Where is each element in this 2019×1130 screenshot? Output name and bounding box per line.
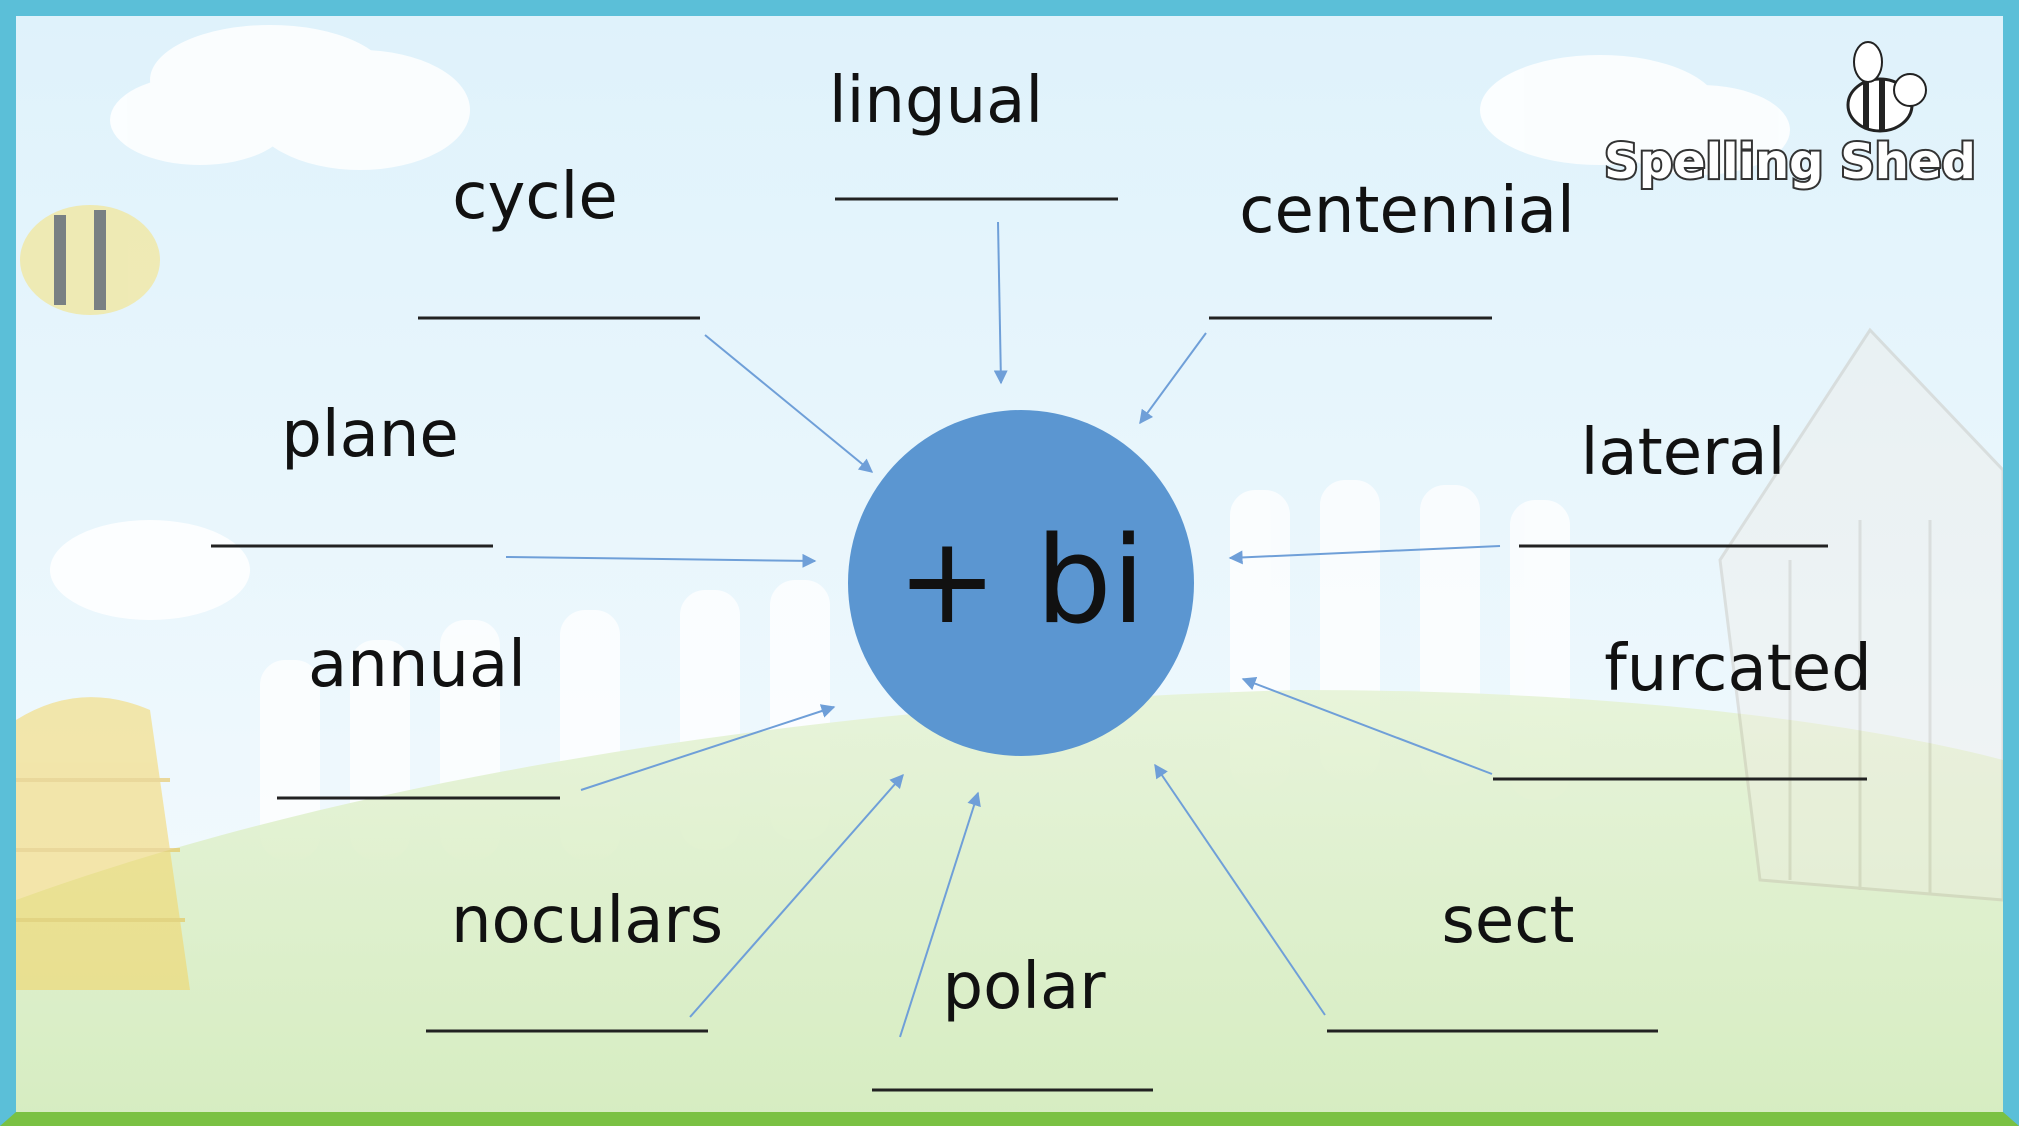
spelling-shed-logo: Spelling Shed — [1602, 41, 1978, 192]
word-label: furcated — [1604, 632, 1872, 706]
word-label: noculars — [451, 884, 723, 958]
word-label: polar — [942, 950, 1106, 1024]
word-centennial: centennial — [1139, 174, 1575, 425]
bee-illustration — [20, 205, 160, 315]
word-cycle: cycle — [418, 160, 874, 473]
word-polar: polar — [872, 791, 1153, 1092]
beehive-illustration — [16, 697, 190, 990]
logo-text: Spelling Shed — [1604, 134, 1976, 190]
word-plane: plane — [211, 398, 817, 568]
grass-hill — [16, 690, 2003, 1112]
center-prefix: + bi — [848, 410, 1194, 756]
word-sect: sect — [1154, 763, 1658, 1033]
arrow — [1241, 676, 1493, 775]
arrow — [505, 553, 817, 568]
arrow — [1154, 763, 1326, 1016]
word-lingual: lingual — [829, 64, 1118, 385]
word-lateral: lateral — [1228, 416, 1828, 565]
word-label: lingual — [829, 64, 1043, 138]
arrow — [580, 704, 836, 791]
word-label: sect — [1442, 884, 1575, 958]
bee-logo-icon — [1846, 41, 1927, 133]
word-noculars: noculars — [426, 773, 904, 1033]
center-circle — [848, 410, 1194, 756]
arrow — [993, 221, 1008, 385]
word-label: lateral — [1581, 416, 1786, 490]
word-label: cycle — [452, 160, 617, 234]
arrow — [704, 334, 874, 473]
clouds — [50, 25, 1790, 620]
word-label: centennial — [1239, 174, 1575, 248]
arrow — [899, 791, 981, 1038]
word-furcated: furcated — [1241, 632, 1872, 781]
center-label: + bi — [897, 512, 1145, 651]
word-annual: annual — [277, 628, 836, 800]
word-label: annual — [308, 628, 526, 702]
arrow — [1139, 332, 1207, 425]
arrow — [689, 773, 904, 1018]
arrow — [1228, 545, 1501, 565]
word-label: plane — [281, 398, 459, 472]
